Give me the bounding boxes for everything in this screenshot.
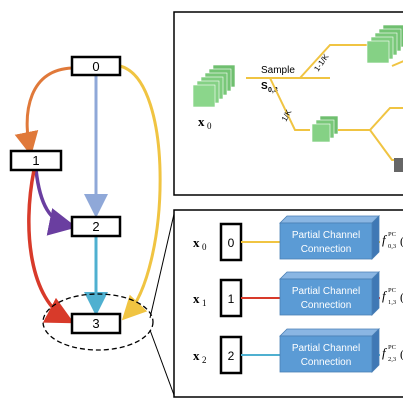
node-0: 0: [70, 55, 122, 77]
row-2-module-box: [279, 335, 373, 373]
row-1-node-label: 1: [228, 292, 235, 306]
node-2-label: 2: [92, 219, 99, 234]
row-0-f-symbol: f: [382, 232, 388, 247]
dag-graph: 0 1 2 3: [9, 55, 162, 351]
input-label: x: [198, 114, 205, 129]
row-0-module-box: [279, 222, 373, 260]
node-3-label: 3: [92, 316, 99, 331]
node-0-label: 0: [92, 59, 99, 74]
row-1-module-box: [279, 278, 373, 316]
sample-symbol: S: [261, 81, 268, 92]
row-0-var: x: [193, 235, 200, 250]
node-3: 3: [70, 312, 122, 335]
row-2-module-label-1: Partial Channel: [292, 343, 360, 354]
node-1-label: 1: [32, 153, 39, 168]
edge-1-3: [27, 169, 75, 324]
edge-1-2: [34, 169, 77, 236]
sample-text: Sample: [261, 65, 295, 76]
lower-feature-stack: [311, 115, 339, 143]
row-0-node-label: 0: [228, 236, 235, 250]
row-1-module-top: [279, 271, 380, 280]
row-1-f-sup: PC: [388, 287, 396, 294]
row-2-var-sub: 2: [202, 355, 207, 365]
callout-bottom: [149, 329, 175, 396]
input-subscript: 0: [207, 121, 212, 131]
row-2-module-side: [371, 328, 380, 373]
row-0-module-side: [371, 215, 380, 260]
row-2-module-label-2: Connection: [301, 357, 352, 368]
row-2-module-top: [279, 328, 380, 337]
row-2-f-symbol: f: [382, 345, 388, 360]
row-1-f-sub: 1,3: [388, 299, 396, 306]
row-0-f-sub: 0,3: [388, 243, 396, 250]
row-2-f-paren: (: [400, 347, 403, 361]
node-3-highlight: [42, 293, 154, 351]
row-1-module-side: [371, 271, 380, 316]
sample-subscript: 0,3: [268, 87, 278, 94]
upper-branch-line: [299, 44, 370, 79]
row-0-module-label-1: Partial Channel: [292, 230, 360, 241]
edge-0-1: [14, 66, 73, 156]
lower-branch-line: [269, 77, 310, 131]
row-0-f-paren: (: [400, 234, 403, 248]
row-0-f-sup: PC: [388, 231, 396, 238]
upper-feature-stack: [366, 24, 403, 64]
input-feature-stack: [192, 64, 236, 108]
row-1-f-symbol: f: [382, 288, 388, 303]
upper-branch-tail: [391, 60, 403, 67]
node-2: 2: [70, 215, 122, 238]
row-2-f-sub: 2,3: [388, 356, 396, 363]
row-2-f-sup: PC: [388, 344, 396, 351]
row-1-var: x: [193, 291, 200, 306]
row-0-var-sub: 0: [202, 242, 207, 252]
row-0-module-label-2: Connection: [301, 244, 352, 255]
row-0-module-top: [279, 215, 380, 224]
output-block: [394, 158, 403, 172]
node-1: 1: [9, 149, 63, 172]
row-1-module-label-2: Connection: [301, 300, 352, 311]
lower-branch-up: [338, 107, 403, 131]
callout-top: [149, 213, 175, 319]
row-1-var-sub: 1: [202, 298, 207, 308]
row-1-f-paren: (: [400, 290, 403, 304]
row-2-var: x: [193, 348, 200, 363]
edge-0-3: [119, 64, 162, 321]
row-1-module-label-1: Partial Channel: [292, 286, 360, 297]
row-2-node-label: 2: [228, 349, 235, 363]
sampling-panel: x 0 Sample S 0,3 1-1/K 1/K: [173, 11, 403, 196]
